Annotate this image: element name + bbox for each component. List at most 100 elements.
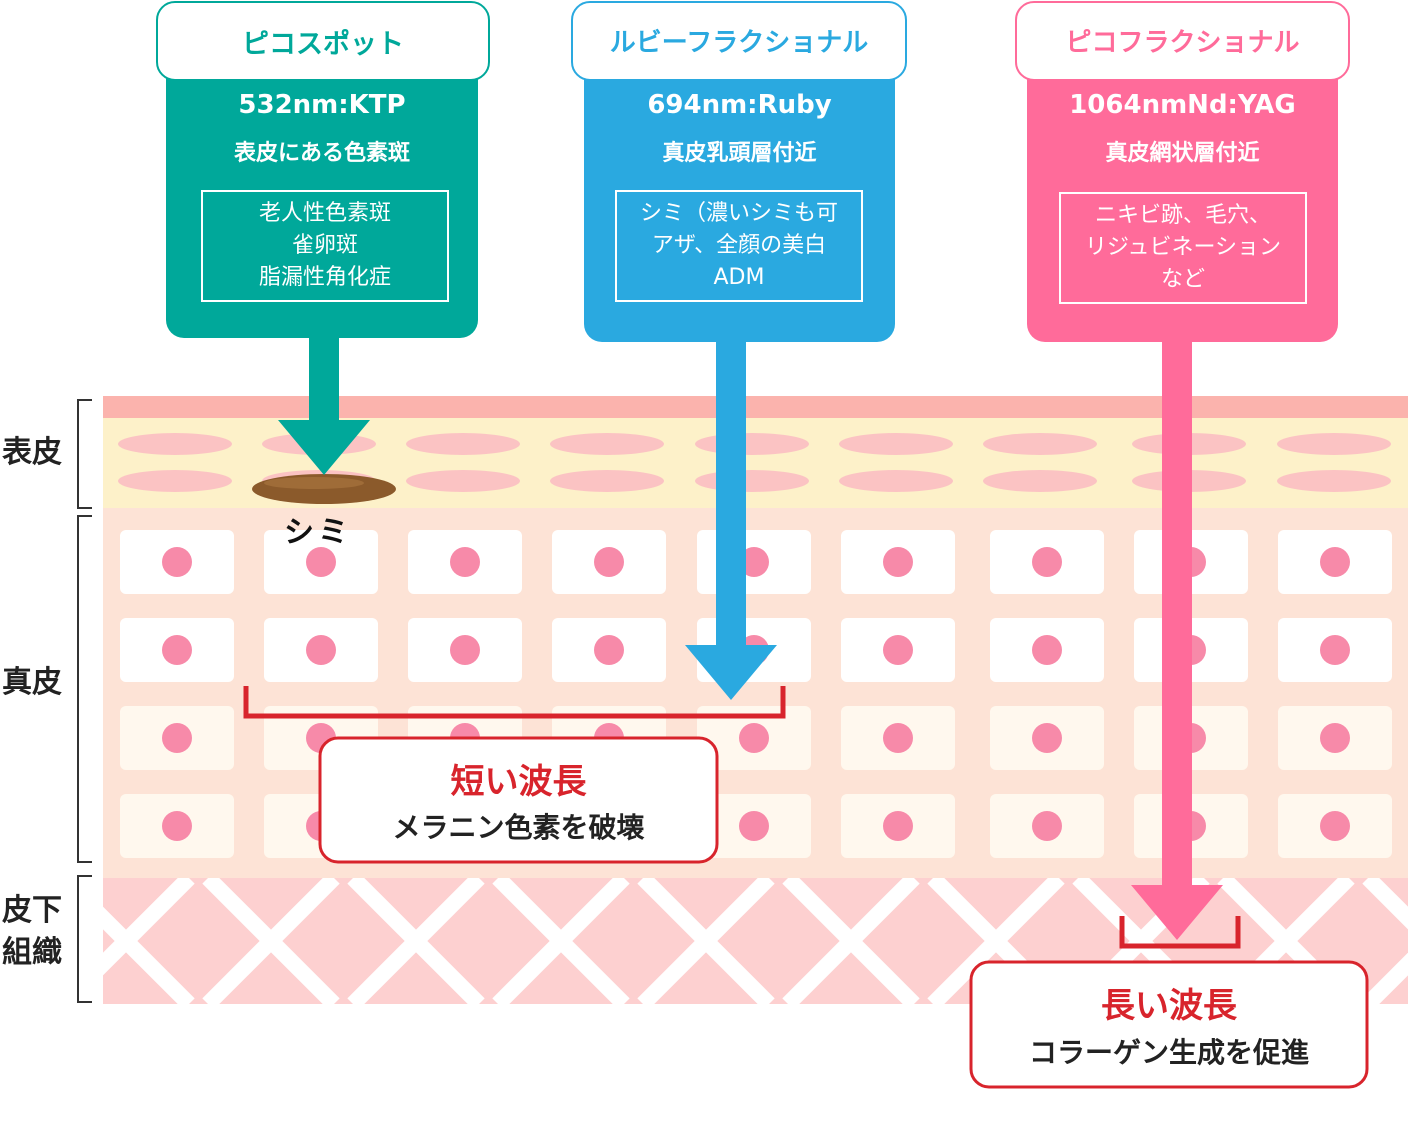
lattice-line: [1362, 872, 1408, 930]
lattice-line: [347, 872, 485, 1010]
epidermis-cell: [1277, 433, 1391, 455]
laser-spec-ruby-fractional: 694nm:Ruby: [647, 90, 832, 120]
laser-info-panel: [166, 78, 478, 338]
laser-spec-picospot: 532nm:KTP: [238, 90, 406, 120]
laser-use-picospot-3: 脂漏性角化症: [258, 265, 391, 290]
laser-use-ruby-2: アザ、全顔の美白: [651, 233, 827, 258]
layer-label-epidermis: 表皮: [2, 435, 62, 470]
laser-use-picospot-1: 老人性色素斑: [258, 201, 391, 226]
lattice-line: [1362, 952, 1408, 1010]
short-wavelength-callout: [318, 736, 719, 864]
laser-penetration-arrow: [278, 330, 370, 475]
layer-bracket: [77, 875, 92, 1003]
cell-nucleus: [1320, 723, 1350, 753]
laser-info-panel: [1027, 78, 1338, 342]
cell-nucleus: [450, 547, 480, 577]
cell-nucleus: [739, 811, 769, 841]
laser-indication-box: [201, 190, 449, 302]
laser-name-tab: [1015, 1, 1350, 81]
cell-nucleus: [883, 811, 913, 841]
layer-bracket: [77, 399, 92, 509]
cell-nucleus: [1320, 547, 1350, 577]
epidermis-cell: [983, 433, 1097, 455]
laser-depth-pico-fractional: 真皮網状層付近: [1105, 141, 1260, 166]
laser-use-pico-fractional-1: ニキビ跡、毛穴、: [1094, 203, 1271, 228]
laser-depth-ruby-fractional: 真皮乳頭層付近: [662, 141, 817, 166]
laser-use-pico-fractional-3: など: [1160, 267, 1205, 292]
callout-short-sub: メラニン色素を破壊: [392, 811, 645, 844]
epidermis-cell: [406, 433, 520, 455]
lattice-line: [927, 872, 1065, 1010]
long-wavelength-bracket: [1119, 916, 1241, 949]
laser-spec-pico-fractional: 1064nmNd:YAG: [1069, 90, 1296, 120]
layer-label-subcutis-2: 組織: [2, 935, 62, 970]
laser-indication-box: [615, 190, 863, 302]
cell-nucleus: [306, 547, 336, 577]
cell-nucleus: [162, 547, 192, 577]
cell-nucleus: [883, 635, 913, 665]
cell-nucleus: [1320, 811, 1350, 841]
cell-nucleus: [1032, 635, 1062, 665]
callout-shapes: [243, 686, 1369, 1089]
laser-info-panel: [584, 78, 895, 342]
cell-nucleus: [1320, 635, 1350, 665]
lattice-line: [202, 872, 340, 1010]
laser-tab-pico-fractional: ピコフラクショナル: [1065, 28, 1300, 58]
epidermis-cell: [550, 433, 664, 455]
short-wavelength-bracket: [243, 686, 786, 719]
subcutis-lattice: [0, 872, 1408, 1010]
epidermis-cell: [118, 433, 232, 455]
epidermis-cell: [983, 470, 1097, 492]
epidermis-cell: [695, 433, 809, 455]
cell-nucleus: [739, 723, 769, 753]
cell-nucleus: [594, 635, 624, 665]
laser-name-tab: [571, 1, 907, 81]
layer-label-dermis: 真皮: [2, 665, 62, 700]
epidermis-cell: [118, 470, 232, 492]
laser-tab-ruby-fractional: ルビーフラクショナル: [609, 28, 869, 58]
subcutis-mask-left: [0, 1004, 103, 1131]
long-wavelength-callout: [969, 960, 1369, 1089]
epidermis-cell: [1277, 470, 1391, 492]
cell-nucleus: [162, 811, 192, 841]
laser-boxes: [156, 1, 1350, 342]
epidermis-cell: [550, 470, 664, 492]
laser-indication-box: [1059, 192, 1307, 304]
lattice-line: [492, 872, 630, 1010]
laser-use-picospot-2: 雀卵斑: [291, 233, 358, 258]
subcutis-mask-left-2: [0, 870, 103, 1010]
laser-info-panel-top: [584, 78, 895, 108]
laser-tab-picospot: ピコスポット: [242, 29, 404, 60]
layer-label-subcutis-1: 皮下: [2, 893, 62, 928]
layer-bracket: [77, 515, 92, 863]
cell-nucleus: [1032, 547, 1062, 577]
epidermis-cells: [118, 433, 1391, 492]
cell-nucleus: [162, 635, 192, 665]
epidermis-cell: [406, 470, 520, 492]
cell-nucleus: [883, 723, 913, 753]
laser-use-pico-fractional-2: リジュビネーション: [1084, 235, 1282, 260]
cell-nucleus: [306, 635, 336, 665]
lattice-line: [782, 872, 920, 1010]
callout-short-title: 短い波長: [450, 762, 587, 802]
epidermis-cell: [839, 470, 953, 492]
laser-info-panel-top: [166, 78, 478, 108]
laser-depth-picospot: 表皮にある色素斑: [233, 141, 410, 166]
cell-nucleus: [1032, 723, 1062, 753]
lattice-line: [637, 872, 775, 1010]
laser-use-ruby-3: ADM: [713, 265, 765, 290]
cell-nucleus: [162, 723, 192, 753]
callout-long-sub: コラーゲン生成を促進: [1028, 1036, 1309, 1069]
cell-nucleus: [450, 635, 480, 665]
epidermis-top-layer: [103, 396, 1408, 418]
melanin-spot-highlight: [264, 477, 364, 489]
cell-nucleus: [594, 547, 624, 577]
epidermis-cell: [839, 433, 953, 455]
layer-brackets: [77, 399, 92, 1003]
laser-info-panel-top: [1027, 78, 1338, 108]
laser-name-tab: [156, 1, 490, 81]
cell-nucleus: [883, 547, 913, 577]
laser-penetration-arrow: [1131, 330, 1223, 940]
laser-use-ruby-1: シミ（濃いシミも可: [639, 201, 838, 226]
